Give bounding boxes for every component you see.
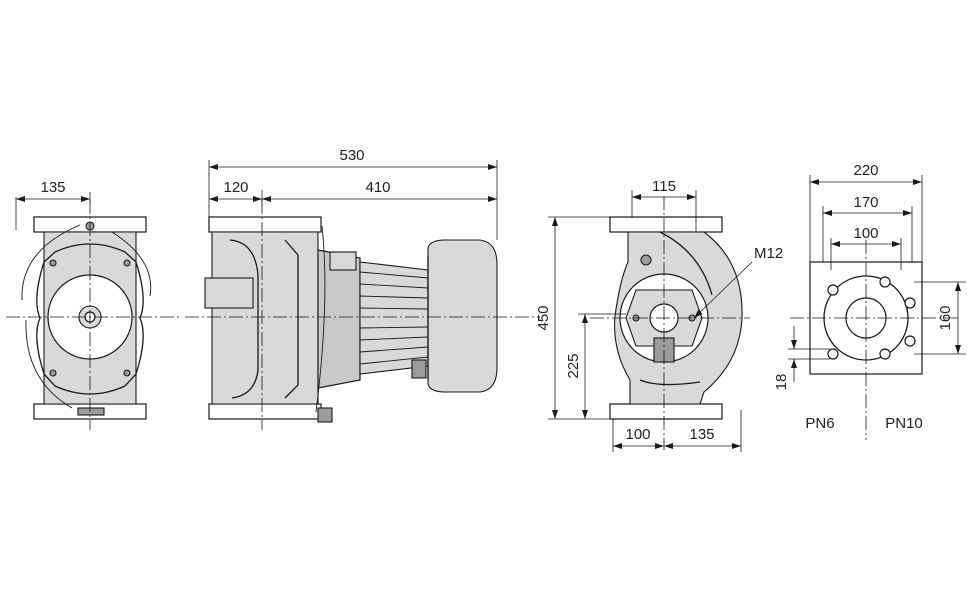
front-width-dim: 135: [40, 179, 65, 196]
side-right-dim: 410: [365, 179, 390, 196]
thread-label: M12: [754, 245, 783, 262]
bolt-hole-dim: 18: [773, 374, 790, 391]
flange-outer-dim: 220: [853, 162, 878, 179]
flange-bolt-circle-dim: 170: [853, 194, 878, 211]
base-left-dim: 100: [625, 426, 650, 443]
flange-vertical-dim: 160: [937, 305, 954, 330]
side-view: 530 120 410: [185, 147, 540, 430]
height-total-dim: 450: [535, 305, 552, 330]
end-width-dim: 115: [652, 178, 676, 195]
base-right-dim: 135: [689, 426, 714, 443]
height-axis-dim: 225: [565, 353, 582, 378]
flange-bore-dim: 100: [853, 225, 878, 242]
pn10-label: PN10: [885, 415, 923, 432]
end-view: 115 M12 450 225 100 135: [535, 178, 783, 452]
flange-view: 220 170 100 160 18 PN6 PN10: [773, 162, 966, 440]
front-view: 135: [6, 179, 180, 430]
side-left-dim: 120: [223, 179, 248, 196]
side-overall-dim: 530: [339, 147, 364, 164]
motor-fins: [359, 271, 429, 365]
pn6-label: PN6: [805, 415, 834, 432]
